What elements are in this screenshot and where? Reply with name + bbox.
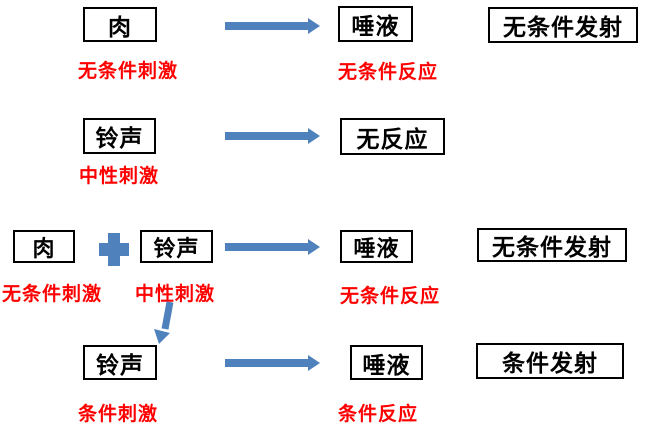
arrow-head [308,18,320,34]
label-neutral-stimulus-row3: 中性刺激 [135,284,216,305]
label-conditioned-stimulus-row4: 条件刺激 [78,404,159,425]
arrow-shaft [225,243,308,251]
arrow-head [308,239,320,255]
right-arrow-icon [225,239,320,255]
box-no-response-row2: 无反应 [340,118,445,155]
box-conditioned-reflex-row4: 条件发射 [476,343,624,379]
label-unconditioned-response-row3: 无条件反应 [340,286,441,307]
box-unconditioned-reflex-row1: 无条件发射 [488,7,638,43]
box-unconditioned-reflex-row3: 无条件发射 [477,228,627,262]
box-saliva-row4: 唾液 [350,345,423,380]
plus-vertical-bar [108,233,120,266]
box-bell-row4: 铃声 [83,345,157,380]
arrow-head [308,355,320,371]
label-unconditioned-stimulus-row3: 无条件刺激 [2,284,103,305]
right-arrow-icon [225,128,320,144]
arrow-shaft [225,359,308,367]
box-meat-row3: 肉 [13,230,75,263]
right-arrow-icon [225,18,320,34]
box-saliva-row1: 唾液 [338,6,413,42]
label-neutral-stimulus-row2: 中性刺激 [79,166,160,187]
box-bell-row2: 铃声 [83,118,156,154]
arrow-head [308,128,320,144]
right-arrow-icon [225,355,320,371]
label-unconditioned-stimulus-row1: 无条件刺激 [78,61,179,82]
arrow-shaft [225,132,308,140]
box-bell-row3: 铃声 [140,230,213,263]
box-meat-row1: 肉 [83,7,157,42]
diagonal-down-arrow-icon [154,301,174,344]
label-unconditioned-response-row1: 无条件反应 [338,62,439,83]
label-conditioned-response-row4: 条件反应 [338,404,419,425]
plus-icon [99,233,129,266]
box-saliva-row3: 唾液 [340,230,413,263]
arrow-shaft [225,22,308,30]
